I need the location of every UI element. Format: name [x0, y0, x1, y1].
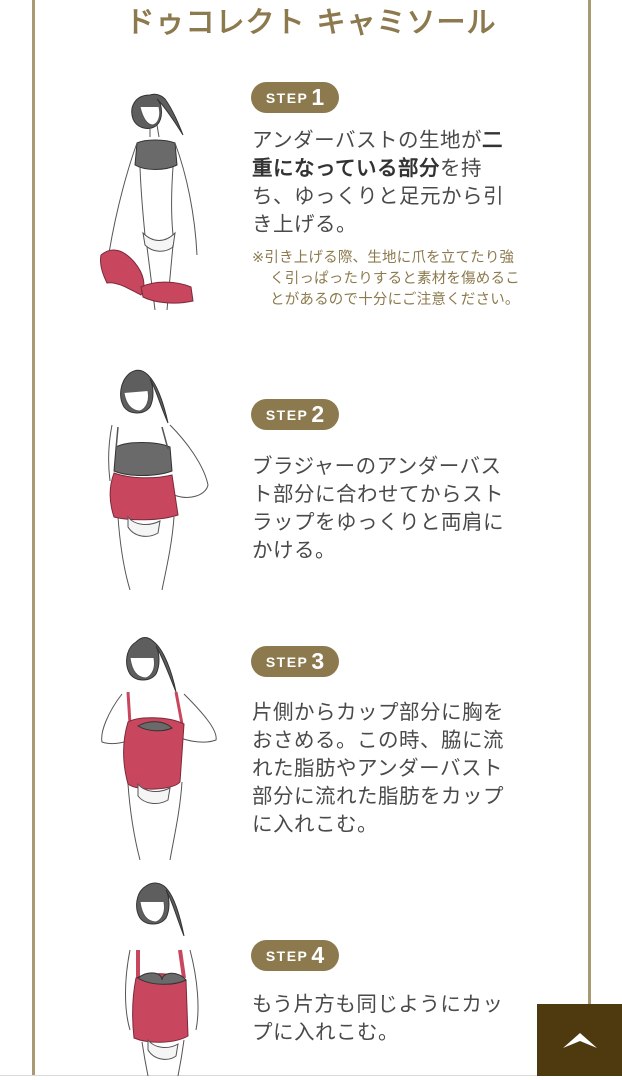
step-badge-number: 3: [311, 648, 325, 674]
frame-border-left: [32, 0, 35, 1076]
step-1-text-pre: アンダーバストの生地が: [252, 128, 482, 152]
back-to-top-button[interactable]: [537, 1004, 622, 1076]
illustration-step-4-icon: [125, 882, 199, 1076]
step-2-description: ブラジャーのアンダーバスト部分に合わせてからストラップをゆっくりと両肩にかける。: [252, 454, 504, 562]
step-1-description: アンダーバストの生地が二重になっている部分を持ち、ゆっくりと足元から引き上げる。: [252, 126, 522, 238]
step-badge-number: 4: [311, 942, 325, 968]
page-title: ドゥコレクト キャミソール: [125, 5, 497, 39]
chevron-up-icon: [562, 1033, 597, 1048]
step-badge-label: STEP: [265, 406, 309, 423]
step-4-badge: STEP 4: [251, 940, 339, 971]
step-4-description: もう片方も同じようにカップに入れこむ。: [252, 992, 504, 1044]
step-badge-label: STEP: [265, 653, 309, 670]
illustration-step-3-icon: [101, 637, 217, 860]
bottom-divider: [0, 1075, 622, 1076]
step-1-text-bold: 二重になっている部分: [252, 128, 503, 180]
step-badge-number: 1: [311, 84, 325, 110]
step-3-badge: STEP 3: [251, 646, 339, 677]
step-3-description: 片側からカップ部分に胸をおさめる。この時、脇に流れた脂肪やアンダーバスト部分に流…: [252, 700, 504, 836]
step-1-badge: STEP 1: [251, 82, 339, 113]
step-badge-label: STEP: [265, 89, 309, 106]
illustration-step-1-icon: [100, 93, 198, 310]
illustration-step-2-icon: [108, 369, 209, 590]
step-2-badge: STEP 2: [251, 399, 339, 430]
step-badge-number: 2: [311, 401, 325, 427]
step-1-text-post: を持ち、ゆっくりと足元から引き上げる。: [252, 156, 504, 236]
frame-border-right: [588, 0, 591, 1004]
step-badge-label: STEP: [265, 947, 309, 964]
step-1-caution-note: ※引き上げる際、生地に爪を立てたり強く引っぱったりすると素材を傷めることがあるの…: [252, 250, 520, 308]
